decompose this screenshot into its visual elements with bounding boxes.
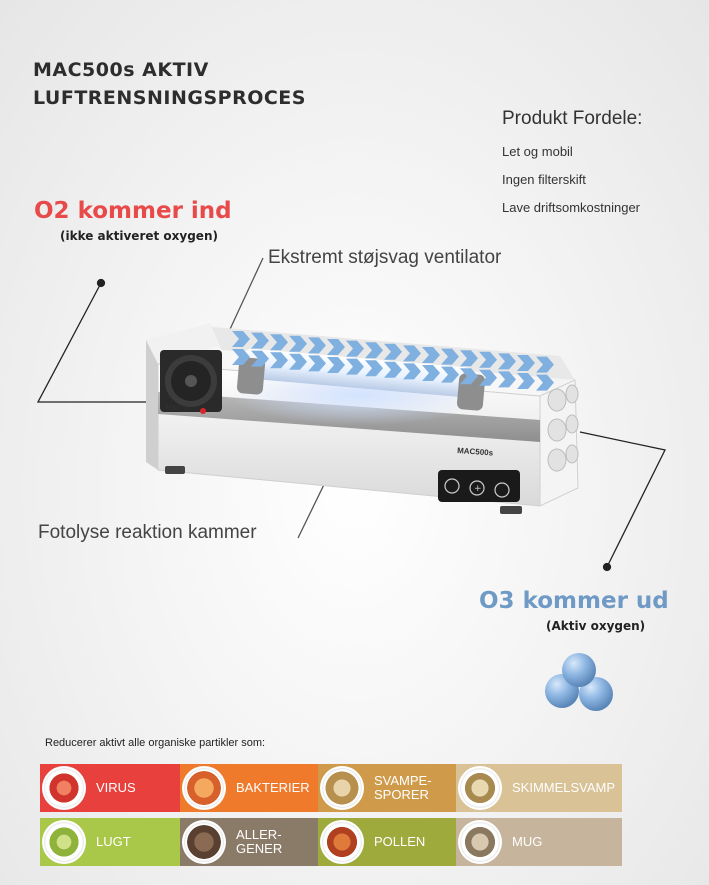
particle-label: POLLEN [374,834,426,849]
airflow-chevron [498,371,516,388]
airflow-chevron [327,339,345,355]
particle-label: VIRUS [96,780,136,795]
particle-spores: SVAMPE-SPORER [318,764,456,812]
airflow-chevron [441,366,459,383]
o3-heading: O3 kommer ud [479,588,669,614]
airflow-chevron [479,351,497,368]
airflow-chevron [384,361,402,378]
airflow-chevron [251,332,269,349]
airflow-chevron [536,374,554,391]
airflow-chevron [346,358,364,375]
benefit-item: Lave driftsomkostninger [502,200,641,215]
airflow-chevron [422,365,440,381]
airflow-chevron [517,355,535,371]
airflow-chevron [308,337,326,354]
particle-row-1: VIRUS BAKTERIER SVAMPE-SPORER SKIMMELSVA… [40,764,622,812]
airflow-chevron [289,335,307,352]
allergen-icon [182,820,226,864]
airflow-chevron [536,356,554,373]
airflow-chevron [327,357,345,373]
air-purifier-device: HAICO MAC500s + [146,323,579,514]
airflow-chevron [289,353,307,370]
airflow-chevron [479,369,497,386]
airflow-chevron [403,345,421,362]
virus-icon [42,766,86,810]
airflow-chevron [346,340,364,357]
airflow-chevron [460,350,478,367]
spores-icon [320,766,364,810]
particle-label: MUG [512,834,543,849]
airflow-chevron [384,343,402,360]
particle-label: BAKTERIER [236,780,310,795]
airflow-chevrons [232,331,554,391]
o2-subtitle: (ikke aktiveret oxygen) [60,229,218,243]
particle-row-2: LUGT ALLER-GENER POLLEN MUG [40,818,622,866]
airflow-chevron [517,373,535,389]
particle-pollen: POLLEN [318,818,456,866]
device-model-label: MAC500s [457,446,494,458]
benefit-item: Let og mobil [502,144,573,159]
o2-heading: O2 kommer ind [34,198,232,224]
page-title: MAC500s AKTIV LUFTRENSNINGSPROCES [33,56,306,112]
airflow-chevron [365,342,383,359]
title-line-1: MAC500s AKTIV [33,59,209,81]
particle-allergen: ALLER-GENER [180,818,318,866]
particle-mildew: MUG [456,818,622,866]
fan-callout: Ekstremt støjsvag ventilator [268,247,502,268]
airflow-chevron [251,350,269,367]
airflow-chevron [308,355,326,372]
benefits-heading: Produkt Fordele: [502,108,643,129]
particle-label: LUGT [96,834,131,849]
particle-label: ALLER-GENER [236,827,283,856]
title-line-2: LUFTRENSNINGSPROCES [33,87,306,109]
flow-line-out [579,431,666,572]
particle-virus: VIRUS [40,764,180,812]
airflow-chevron [441,348,459,365]
device-brand-label: HAICO [166,403,189,413]
ozone-molecule-icon [545,653,613,711]
pollen-icon [320,820,364,864]
bacteria-icon [182,766,226,810]
airflow-chevron [403,363,421,380]
benefit-item: Ingen filterskift [502,172,586,187]
airflow-chevron [460,368,478,385]
o3-subtitle: (Aktiv oxygen) [546,619,646,633]
svg-text:+: + [474,484,482,494]
particle-mold: SKIMMELSVAMP [456,764,622,812]
mildew-icon [458,820,502,864]
odor-icon [42,820,86,864]
airflow-chevron [232,349,250,365]
particle-bacteria: BAKTERIER [180,764,318,812]
airflow-chevron [365,360,383,377]
airflow-chevron [270,352,288,369]
particle-label: SKIMMELSVAMP [512,780,616,795]
particle-label: SVAMPE-SPORER [374,773,432,802]
chamber-callout: Fotolyse reaktion kammer [38,522,257,543]
airflow-chevron [270,334,288,351]
airflow-chevron [232,331,250,347]
reduce-description: Reducerer aktivt alle organiske partikle… [45,737,266,749]
mold-icon [458,766,502,810]
airflow-chevron [422,347,440,363]
airflow-chevron [498,353,516,370]
particle-odor: LUGT [40,818,180,866]
